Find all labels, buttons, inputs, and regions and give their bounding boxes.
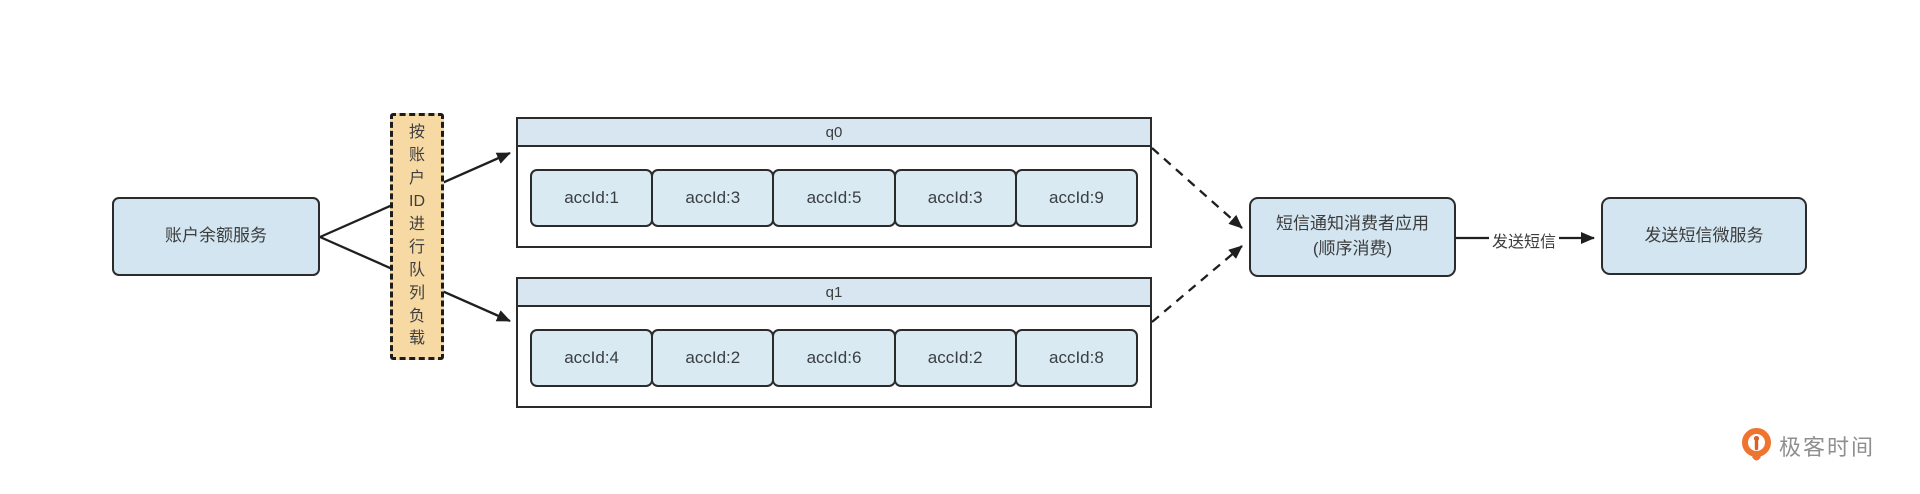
strip-char: 载 xyxy=(408,330,425,348)
queue-cell: accId:5 xyxy=(772,169,896,227)
queue-q1-cells: accId:4 accId:2 accId:6 accId:2 accId:8 xyxy=(530,329,1139,387)
queue-cell: accId:2 xyxy=(651,329,775,387)
geektime-logo-icon xyxy=(1742,428,1771,461)
sms-service-box: 发送短信微服务 xyxy=(1601,197,1807,275)
account-balance-service-label: 账户余额服务 xyxy=(165,226,267,246)
strip-char: 列 xyxy=(408,284,425,302)
strip-char: 队 xyxy=(408,261,425,279)
geektime-logo: 极客时间 xyxy=(1741,427,1875,464)
strip-char: 行 xyxy=(408,238,425,256)
geektime-logo-text: 极客时间 xyxy=(1779,434,1876,460)
dashed-arrow-q1-to-consumer xyxy=(1151,245,1243,323)
queue-cell: accId:8 xyxy=(1014,329,1139,387)
queue-cell: accId:3 xyxy=(651,169,775,227)
queue-q1: q1 accId:4 accId:2 accId:6 accId:2 accId… xyxy=(516,277,1152,408)
queue-q0: q0 accId:1 accId:3 accId:5 accId:3 accId… xyxy=(516,117,1152,248)
queue-cell: accId:4 xyxy=(530,329,654,387)
sms-consumer-line2: (顺序消费) xyxy=(1312,239,1393,258)
strip-char: 账 xyxy=(408,147,425,165)
queue-cell: accId:6 xyxy=(772,329,896,387)
dashed-arrow-q0-to-consumer xyxy=(1151,147,1243,229)
queue-cell: accId:2 xyxy=(893,329,1017,387)
queue-q0-header: q0 xyxy=(518,119,1150,147)
strip-char: 户 xyxy=(408,170,425,188)
queue-cell: accId:9 xyxy=(1014,169,1139,227)
queue-q1-header: q1 xyxy=(518,279,1150,307)
edge-label-send-sms: 发送短信 xyxy=(1489,228,1560,252)
strip-char: 进 xyxy=(408,216,425,233)
strip-char: 按 xyxy=(408,124,425,142)
queue-cell: accId:3 xyxy=(893,169,1017,227)
sms-consumer-box: 短信通知消费者应用 (顺序消费) xyxy=(1249,197,1456,277)
strip-char: ID xyxy=(409,193,425,211)
queue-q0-name: q0 xyxy=(825,123,843,141)
strip-char: 负 xyxy=(408,307,425,325)
sms-service-label: 发送短信微服务 xyxy=(1644,225,1764,245)
queue-q1-name: q1 xyxy=(825,283,843,301)
queue-q0-cells: accId:1 accId:3 accId:5 accId:3 accId:9 xyxy=(530,169,1139,227)
account-balance-service-box: 账户余额服务 xyxy=(112,197,320,276)
queue-cell: accId:1 xyxy=(530,169,654,227)
sms-consumer-line1: 短信通知消费者应用 xyxy=(1276,214,1429,234)
queue-load-note: 按 账 户 ID 进 行 队 列 负 载 xyxy=(390,113,444,360)
